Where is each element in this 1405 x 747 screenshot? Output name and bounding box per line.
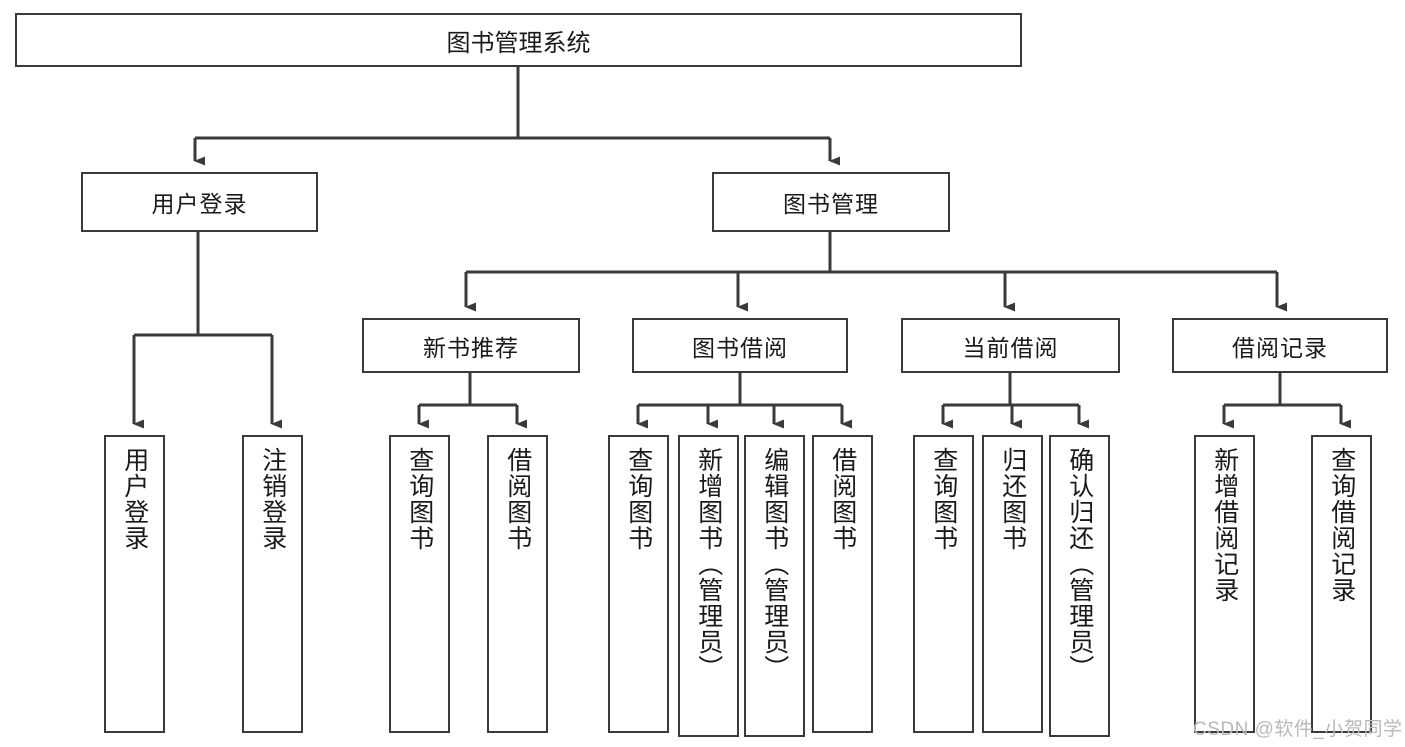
leaf-node-4-label-vertical: 借阅图书 (503, 447, 532, 551)
leaf-node-8-label-vertical: 借阅图书 (828, 447, 857, 551)
leaf-node-2: 注销登录 (242, 435, 303, 733)
root-node-book-management-system: 图书管理系统 (15, 13, 1022, 67)
leaf-node-7-label-vertical: 编辑图书（管理员） (760, 447, 789, 681)
level3-node-2-label: 图书借阅 (692, 334, 788, 361)
level2-node-1: 用户登录 (81, 172, 318, 232)
level3-node-2: 图书借阅 (632, 318, 848, 373)
leaf-node-9-label-vertical: 查询图书 (929, 447, 958, 551)
leaf-node-8: 借阅图书 (812, 435, 873, 733)
csdn-watermark: CSDN @软件_小贺同学 (1193, 719, 1403, 740)
leaf-node-6: 新增图书（管理员） (678, 435, 739, 737)
leaf-node-3: 查询图书 (389, 435, 450, 733)
level2-node-2: 图书管理 (712, 172, 950, 232)
level3-node-3: 当前借阅 (901, 318, 1120, 373)
leaf-node-13-label-vertical: 查询借阅记录 (1327, 447, 1356, 603)
leaf-node-11: 确认归还（管理员） (1049, 435, 1110, 737)
level3-node-4: 借阅记录 (1172, 318, 1388, 373)
leaf-node-7: 编辑图书（管理员） (744, 435, 805, 737)
level3-node-4-label: 借阅记录 (1232, 334, 1328, 361)
leaf-node-12-label-vertical: 新增借阅记录 (1210, 447, 1239, 603)
level2-node-1-label: 用户登录 (151, 191, 248, 217)
level3-node-1: 新书推荐 (362, 318, 580, 373)
leaf-node-12: 新增借阅记录 (1194, 435, 1255, 733)
level2-node-2-label: 图书管理 (783, 191, 879, 217)
leaf-node-13: 查询借阅记录 (1311, 435, 1372, 733)
level3-node-3-label: 当前借阅 (962, 334, 1059, 361)
leaf-node-11-label-vertical: 确认归还（管理员） (1065, 447, 1094, 681)
leaf-node-6-label-vertical: 新增图书（管理员） (694, 447, 723, 681)
leaf-node-10-label-vertical: 归还图书 (998, 447, 1027, 551)
level3-node-1-label: 新书推荐 (423, 334, 519, 361)
leaf-node-1-label-vertical: 用户登录 (120, 447, 149, 551)
leaf-node-5-label-vertical: 查询图书 (624, 447, 653, 551)
root-node-book-management-system-label: 图书管理系统 (446, 29, 591, 57)
leaf-node-3-label-vertical: 查询图书 (405, 447, 434, 551)
leaf-node-1: 用户登录 (104, 435, 165, 733)
leaf-node-2-label-vertical: 注销登录 (258, 447, 287, 551)
leaf-node-5: 查询图书 (608, 435, 669, 733)
leaf-node-4: 借阅图书 (487, 435, 548, 733)
leaf-node-10: 归还图书 (982, 435, 1043, 733)
leaf-node-9: 查询图书 (913, 435, 974, 733)
